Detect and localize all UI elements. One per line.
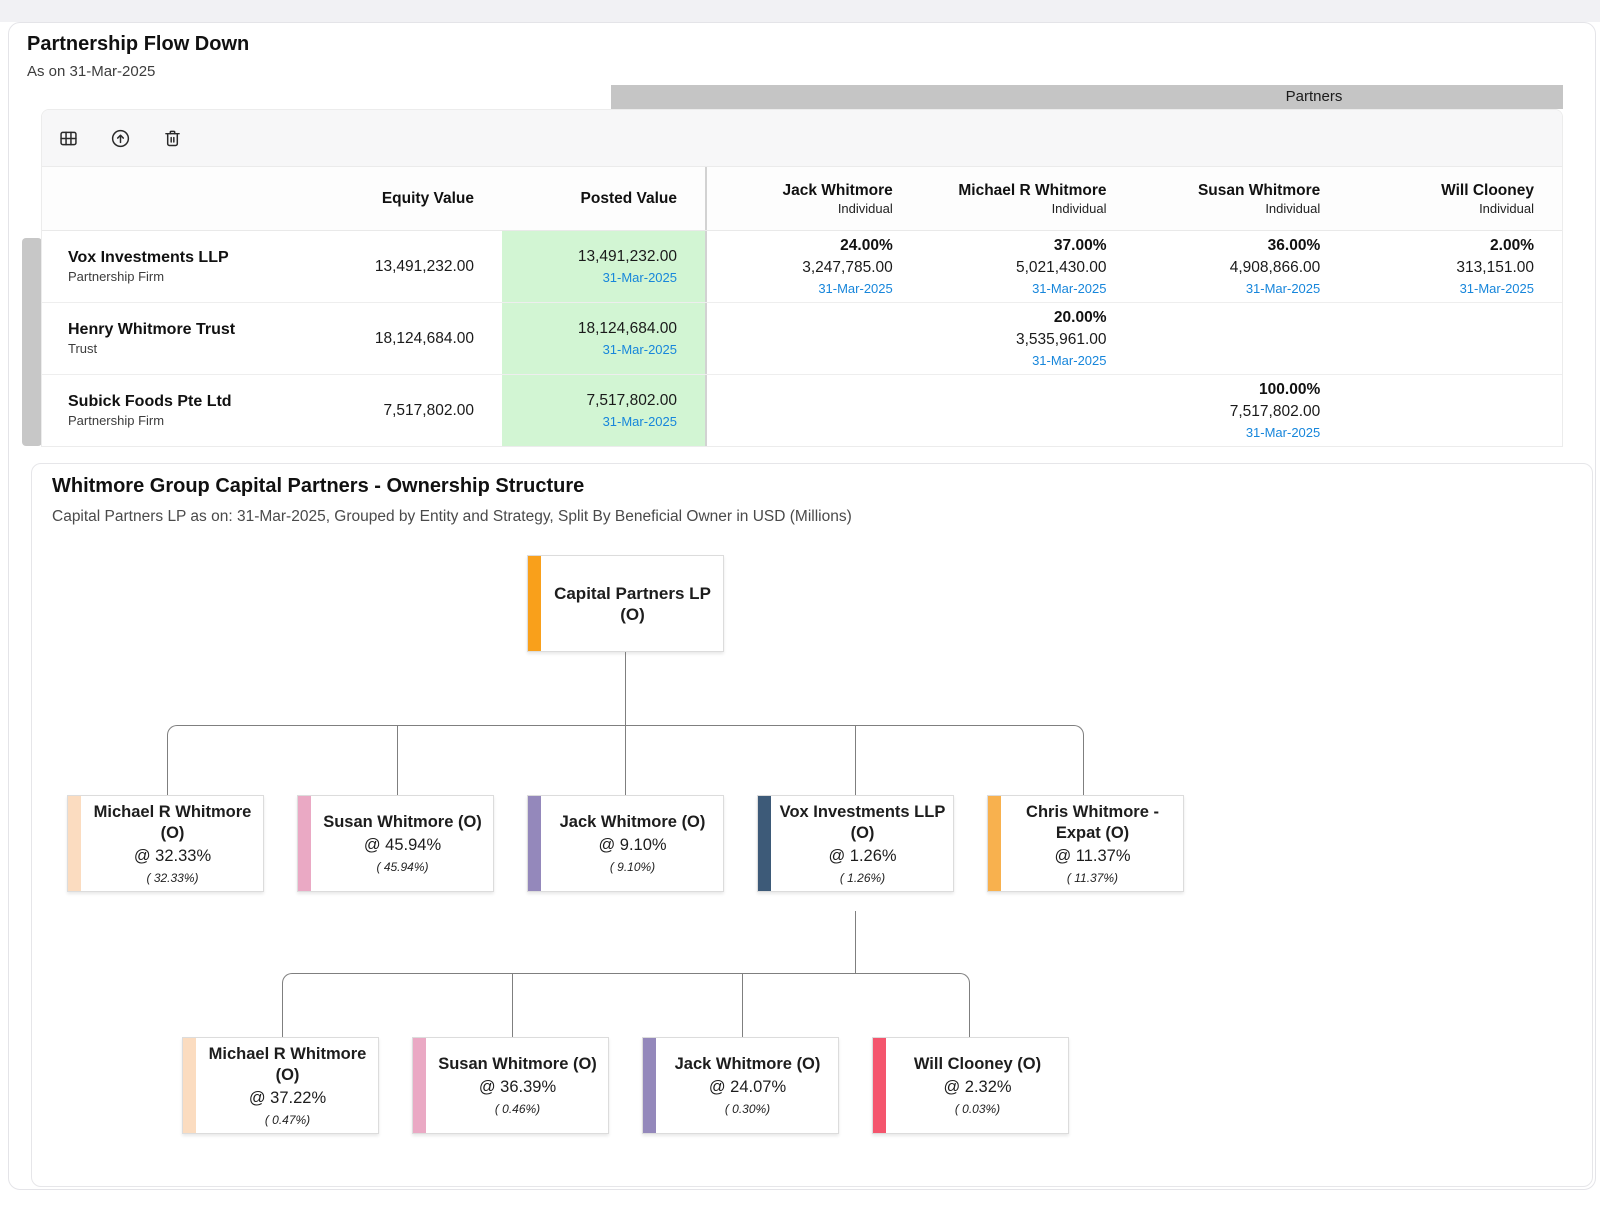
node-color-bar bbox=[528, 796, 541, 891]
equity-value-column-header: Equity Value bbox=[381, 189, 474, 207]
delete-button[interactable] bbox=[158, 124, 186, 152]
node-color-bar bbox=[988, 796, 1001, 891]
export-up-icon bbox=[111, 129, 129, 147]
partners-group-header: Partners bbox=[611, 85, 1563, 109]
posted-value-cell[interactable]: 18,124,684.00 31-Mar-2025 bbox=[502, 303, 707, 374]
flowdown-title: Partnership Flow Down bbox=[27, 33, 250, 55]
equity-value-cell: 18,124,684.00 bbox=[374, 329, 474, 347]
equity-value-cell: 7,517,802.00 bbox=[383, 401, 474, 419]
node-color-bar bbox=[68, 796, 81, 891]
page-top-strip bbox=[0, 0, 1600, 22]
node-color-bar bbox=[873, 1038, 886, 1133]
flowdown-table-card: Equity Value Posted Value Jack Whitmore … bbox=[41, 109, 1563, 447]
partner-share-cell: 24.00% 3,247,785.00 31-Mar-2025 bbox=[707, 231, 921, 302]
node-color-bar bbox=[413, 1038, 426, 1133]
partner-share-cell: 20.00% 3,535,961.00 31-Mar-2025 bbox=[921, 303, 1135, 374]
table-row: Subick Foods Pte Ltd Partnership Firm 7,… bbox=[42, 375, 1562, 446]
partner-column-header-jack: Jack Whitmore Individual bbox=[782, 181, 893, 216]
posted-value-cell[interactable]: 13,491,232.00 31-Mar-2025 bbox=[502, 231, 707, 302]
partner-column-header-michael: Michael R Whitmore Individual bbox=[958, 181, 1107, 216]
partner-date-link[interactable]: 31-Mar-2025 bbox=[1245, 280, 1321, 296]
node-color-bar bbox=[528, 556, 541, 651]
partner-share-cell: 2.00% 313,151.00 31-Mar-2025 bbox=[1348, 231, 1562, 302]
ownership-title: Whitmore Group Capital Partners - Owners… bbox=[52, 475, 585, 497]
table-view-button[interactable] bbox=[54, 124, 82, 152]
posted-value-column-header: Posted Value bbox=[502, 167, 707, 230]
entity-column-header bbox=[42, 167, 292, 230]
ownership-structure-card: Whitmore Group Capital Partners - Owners… bbox=[31, 463, 1593, 1187]
partner-share-cell bbox=[1135, 303, 1349, 374]
table-row: Henry Whitmore Trust Trust 18,124,684.00… bbox=[42, 303, 1562, 375]
entity-cell: Subick Foods Pte Ltd Partnership Firm bbox=[68, 392, 232, 428]
posted-value-cell[interactable]: 7,517,802.00 31-Mar-2025 bbox=[502, 375, 707, 446]
table-header-row: Equity Value Posted Value Jack Whitmore … bbox=[42, 167, 1562, 231]
node-color-bar bbox=[298, 796, 311, 891]
entity-cell: Henry Whitmore Trust Trust bbox=[68, 320, 236, 356]
connector-line bbox=[282, 973, 970, 1037]
org-node-michael-l1[interactable]: Michael R Whitmore (O) @ 32.33% ( 32.33%… bbox=[67, 795, 264, 892]
export-button[interactable] bbox=[106, 124, 134, 152]
delete-icon bbox=[164, 130, 180, 146]
table-view-icon bbox=[59, 131, 77, 145]
org-node-vox-investments[interactable]: Vox Investments LLP (O) @ 1.26% ( 1.26%) bbox=[757, 795, 954, 892]
partner-share-cell bbox=[707, 303, 921, 374]
partner-date-link[interactable]: 31-Mar-2025 bbox=[818, 280, 893, 296]
entity-cell: Vox Investments LLP Partnership Firm bbox=[68, 248, 229, 284]
connector-line bbox=[742, 973, 743, 1037]
partner-share-cell bbox=[707, 375, 921, 446]
org-node-susan-l1[interactable]: Susan Whitmore (O) @ 45.94% ( 45.94%) bbox=[297, 795, 494, 892]
partner-share-cell: 37.00% 5,021,430.00 31-Mar-2025 bbox=[921, 231, 1135, 302]
org-node-jack-l2[interactable]: Jack Whitmore (O) @ 24.07% ( 0.30%) bbox=[642, 1037, 839, 1134]
org-node-michael-l2[interactable]: Michael R Whitmore (O) @ 37.22% ( 0.47%) bbox=[182, 1037, 379, 1134]
vertical-scrollbar[interactable] bbox=[22, 238, 42, 446]
org-node-chris-expat[interactable]: Chris Whitmore - Expat (O) @ 11.37% ( 11… bbox=[987, 795, 1184, 892]
partner-share-cell bbox=[1348, 303, 1562, 374]
connector-line bbox=[625, 725, 626, 795]
partner-column-header-will: Will Clooney Individual bbox=[1441, 181, 1534, 216]
partner-share-cell bbox=[1348, 375, 1562, 446]
page-card: Partnership Flow Down As on 31-Mar-2025 … bbox=[8, 22, 1596, 1190]
partner-share-cell bbox=[921, 375, 1135, 446]
connector-line bbox=[397, 725, 398, 795]
partner-column-header-susan: Susan Whitmore Individual bbox=[1197, 181, 1321, 216]
partner-date-link[interactable]: 31-Mar-2025 bbox=[1459, 280, 1534, 296]
org-node-jack-l1[interactable]: Jack Whitmore (O) @ 9.10% ( 9.10%) bbox=[527, 795, 724, 892]
node-color-bar bbox=[758, 796, 771, 891]
partners-group-label: Partners bbox=[1285, 88, 1343, 105]
posted-date-link[interactable]: 31-Mar-2025 bbox=[602, 341, 677, 357]
connector-line bbox=[855, 911, 856, 973]
org-node-susan-l2[interactable]: Susan Whitmore (O) @ 36.39% ( 0.46%) bbox=[412, 1037, 609, 1134]
node-color-bar bbox=[183, 1038, 196, 1133]
connector-line bbox=[855, 725, 856, 795]
equity-value-cell: 13,491,232.00 bbox=[374, 257, 474, 275]
partner-date-link[interactable]: 31-Mar-2025 bbox=[1032, 352, 1107, 368]
posted-date-link[interactable]: 31-Mar-2025 bbox=[602, 269, 677, 285]
partner-date-link[interactable]: 31-Mar-2025 bbox=[1032, 280, 1107, 296]
partner-share-cell: 100.00% 7,517,802.00 31-Mar-2025 bbox=[1135, 375, 1349, 446]
connector-line bbox=[512, 973, 513, 1037]
partner-date-link[interactable]: 31-Mar-2025 bbox=[1245, 424, 1321, 440]
ownership-subtitle: Capital Partners LP as on: 31-Mar-2025, … bbox=[52, 508, 852, 525]
node-color-bar bbox=[643, 1038, 656, 1133]
table-toolbar bbox=[42, 110, 1562, 167]
posted-date-link[interactable]: 31-Mar-2025 bbox=[602, 413, 677, 429]
org-node-will-clooney[interactable]: Will Clooney (O) @ 2.32% ( 0.03%) bbox=[872, 1037, 1069, 1134]
partner-share-cell: 36.00% 4,908,866.00 31-Mar-2025 bbox=[1135, 231, 1349, 302]
connector-line bbox=[625, 652, 626, 725]
table-row: Vox Investments LLP Partnership Firm 13,… bbox=[42, 231, 1562, 303]
org-node-capital-partners[interactable]: Capital Partners LP (O) bbox=[527, 555, 724, 652]
flowdown-subtitle: As on 31-Mar-2025 bbox=[27, 63, 156, 80]
